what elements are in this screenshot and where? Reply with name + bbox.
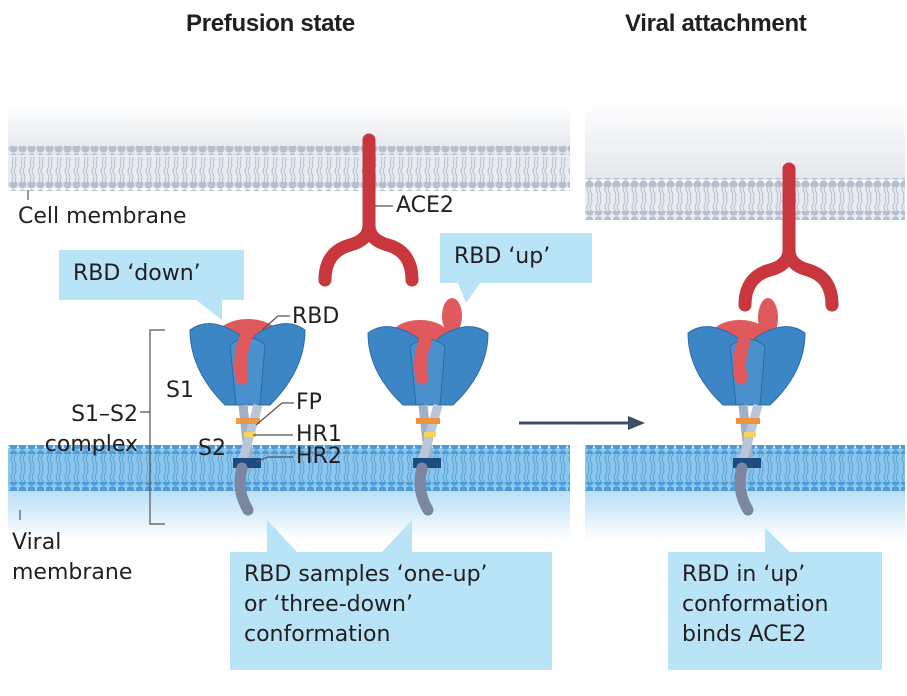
- transition-arrow: [519, 416, 645, 430]
- callout-binds-pointer: [765, 528, 790, 552]
- ace2-receptor-right: [738, 162, 839, 312]
- cell-side-background-right: [585, 100, 905, 180]
- ace2-label: ACE2: [396, 193, 454, 218]
- cell-membrane-left: [8, 146, 570, 191]
- callout-samples-pointer-left: [267, 520, 297, 552]
- callout-rbd-binds-ace2: RBD in ‘up’ conformation binds ACE2: [668, 552, 882, 670]
- rbd-leader: [261, 315, 290, 331]
- hr2-leader: [255, 456, 293, 463]
- fp-label: FP: [296, 390, 322, 415]
- callout-samples-pointer-right: [382, 520, 412, 552]
- fp-leader: [255, 402, 294, 426]
- cell-membrane-label: Cell membrane: [18, 204, 187, 229]
- title-prefusion-state: Prefusion state: [186, 10, 355, 37]
- callout-binds-line2: conformation: [682, 592, 829, 617]
- spike-protein-bound-ace2: [687, 298, 806, 516]
- cell-side-background-left: [8, 105, 570, 153]
- s1-s2-complex-line1: S1–S2: [71, 402, 138, 427]
- callout-rbd-down-pointer: [195, 299, 222, 320]
- callout-rbd-up: RBD ‘up’: [440, 233, 592, 283]
- callout-binds-line3: binds ACE2: [682, 622, 807, 647]
- rbd-label: RBD: [292, 304, 340, 329]
- callout-rbd-down: RBD ‘down’: [59, 250, 244, 300]
- s1-s2-complex-line2: complex: [44, 432, 138, 457]
- hr1-label: HR1: [296, 422, 342, 447]
- hr2-label: HR2: [296, 444, 342, 469]
- viral-membrane-label: Viral membrane: [12, 528, 132, 588]
- ace2-receptor-left: [318, 133, 419, 287]
- s1-s2-complex-bracket: [140, 329, 165, 525]
- callout-samples-line3: conformation: [244, 622, 391, 647]
- spike-protein-rbd-down: [189, 319, 306, 516]
- callout-rbd-up-pointer: [458, 283, 480, 303]
- callout-samples-line1: RBD samples ‘one-up’: [244, 562, 488, 587]
- viral-membrane-line1: Viral: [12, 530, 62, 555]
- callout-samples-line2: or ‘three-down’: [244, 592, 413, 617]
- callout-rbd-samples: RBD samples ‘one-up’ or ‘three-down’ con…: [230, 552, 552, 670]
- viral-membrane-line2: membrane: [12, 560, 133, 585]
- callout-binds-line1: RBD in ‘up’: [682, 562, 806, 587]
- s2-label: S2: [198, 436, 226, 461]
- cell-membrane-right: [585, 178, 905, 220]
- title-viral-attachment: Viral attachment: [625, 10, 807, 37]
- s1-label: S1: [166, 378, 194, 403]
- spike-protein-rbd-up: [367, 298, 489, 516]
- s1-s2-complex-label: S1–S2 complex: [30, 400, 138, 460]
- viral-membrane-left: [8, 445, 570, 540]
